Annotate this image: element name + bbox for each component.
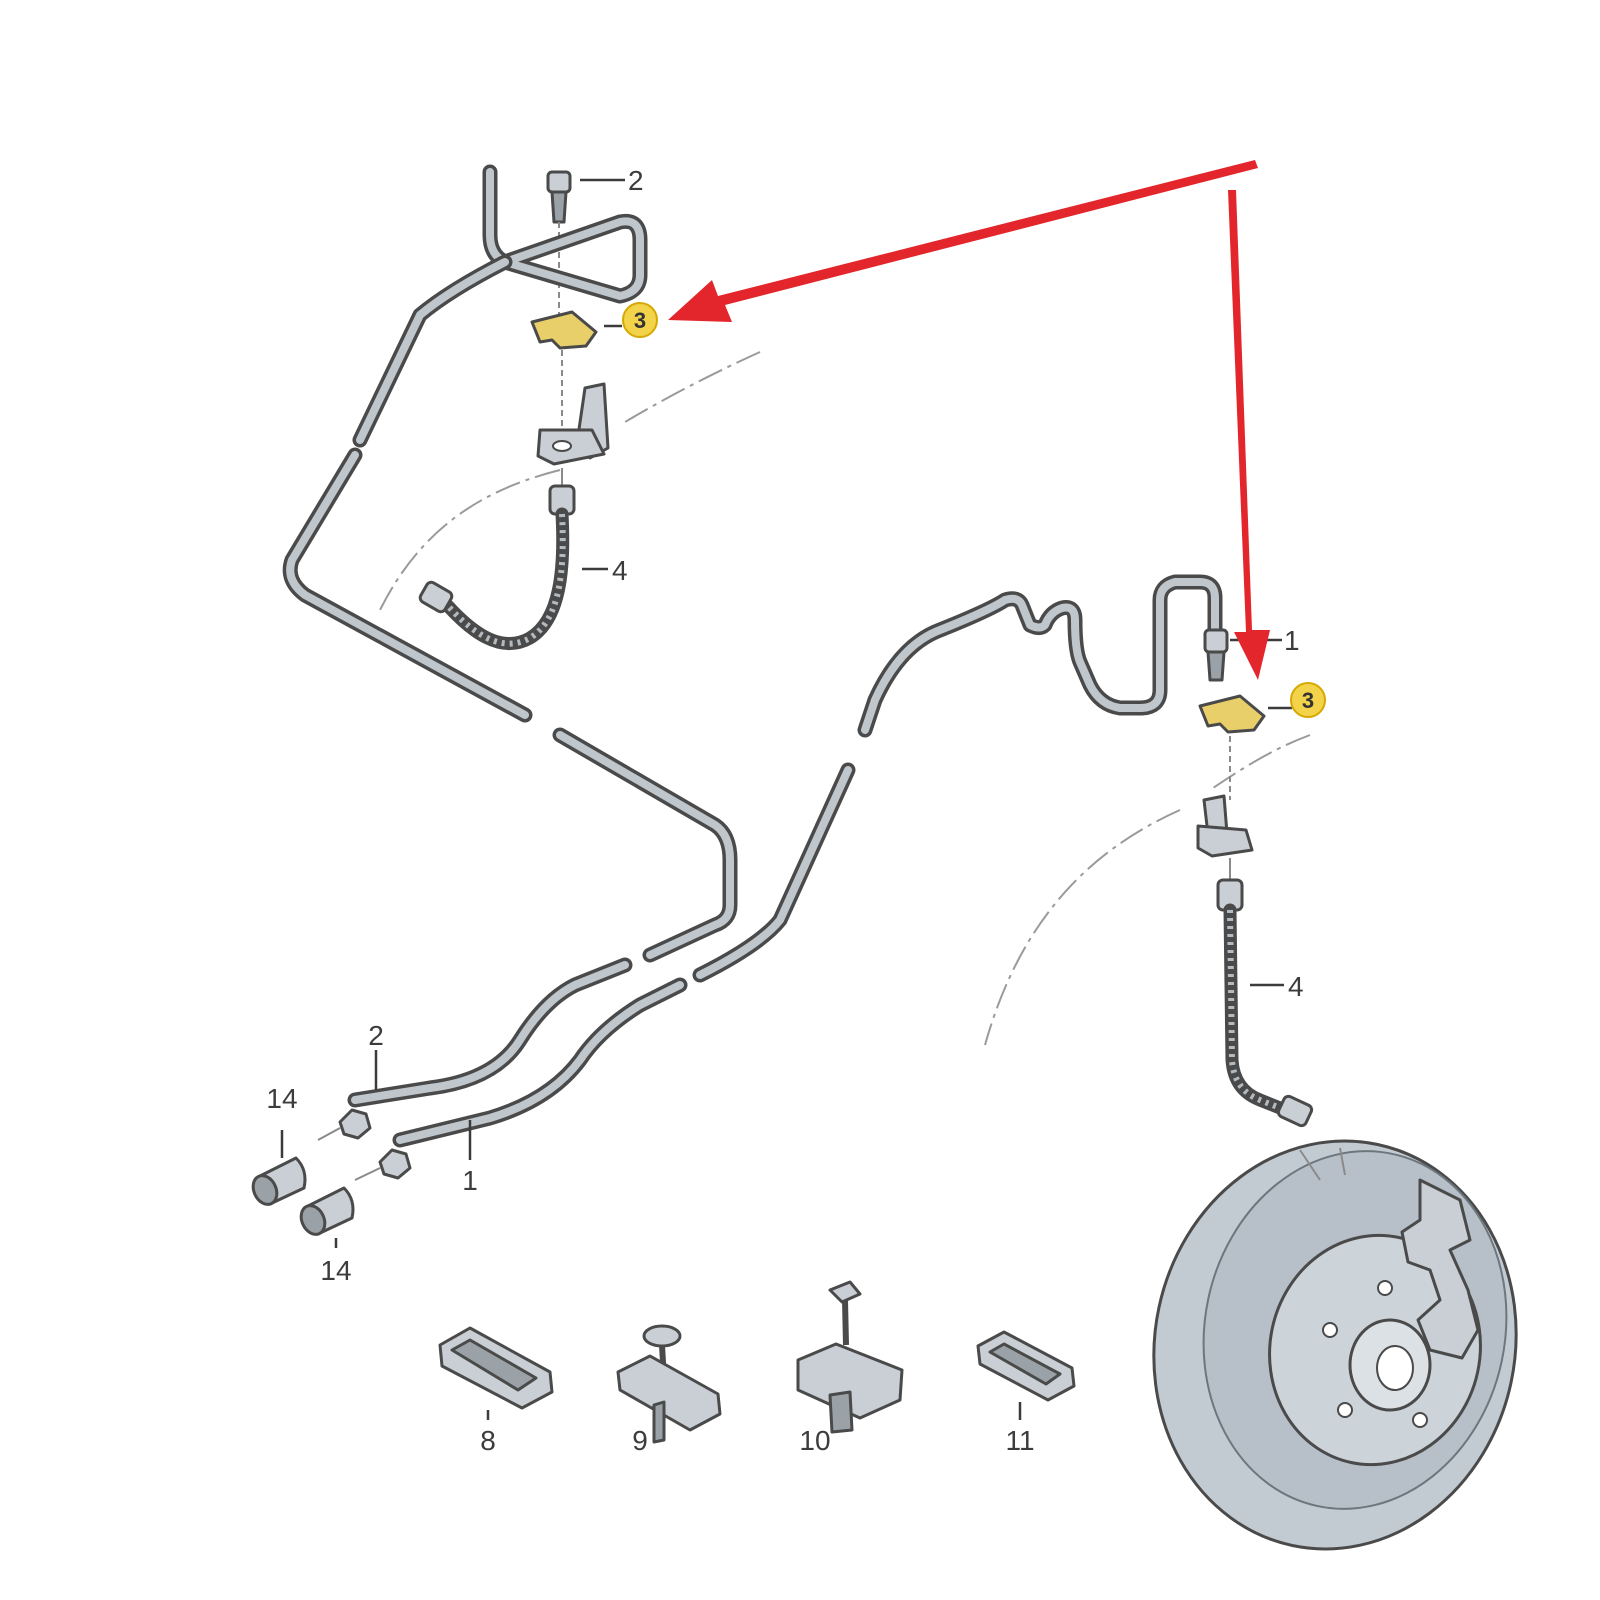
callout-4-right: 4 bbox=[1288, 971, 1304, 1002]
callout-2-top: 2 bbox=[628, 165, 644, 196]
right-bracket-assembly: 1 3 4 bbox=[1196, 625, 1326, 1128]
highlight-badge-3-right bbox=[1290, 682, 1326, 718]
callout-10: 10 bbox=[799, 1425, 830, 1456]
brake-hose-left bbox=[418, 468, 576, 650]
callout-11: 11 bbox=[1005, 1425, 1034, 1456]
mount-bracket-right bbox=[1196, 794, 1254, 858]
pipe-clip-11: 11 bbox=[976, 1330, 1076, 1456]
callout-3-right: 3 bbox=[1302, 688, 1314, 713]
gold-clip-left bbox=[530, 310, 598, 350]
reference-contours bbox=[379, 351, 1311, 1046]
pipe-end-fittings: 14 14 bbox=[251, 1083, 412, 1286]
callout-1-bottom: 1 bbox=[462, 1165, 478, 1196]
brake-pipe-2: 2 bbox=[282, 164, 738, 1108]
callout-14-bottom: 14 bbox=[320, 1255, 351, 1286]
callout-2-bottom: 2 bbox=[368, 1020, 384, 1051]
left-bracket-assembly: 2 3 4 bbox=[418, 165, 658, 650]
callout-3-left: 3 bbox=[634, 308, 646, 333]
callout-4-left: 4 bbox=[612, 555, 628, 586]
callout-14-top: 14 bbox=[266, 1083, 297, 1114]
pipe-clip-10: 10 bbox=[796, 1280, 904, 1456]
brake-pipe-1: 1 bbox=[392, 574, 1223, 1196]
protective-cap-bottom bbox=[299, 1186, 355, 1236]
callout-8: 8 bbox=[480, 1425, 496, 1456]
protective-cap-top bbox=[251, 1156, 307, 1206]
pipe-clip-9: 9 bbox=[616, 1324, 722, 1456]
brake-disc-assembly bbox=[1152, 1139, 1518, 1551]
pipe-clip-8: 8 bbox=[438, 1326, 554, 1456]
arrow-to-clip-right bbox=[1228, 190, 1270, 680]
caliper-carrier bbox=[1400, 1178, 1480, 1360]
fitting-pipe-1 bbox=[354, 1148, 412, 1181]
callout-1-top: 1 bbox=[1284, 625, 1300, 656]
bolt-top-left bbox=[546, 170, 572, 318]
red-annotation-arrows bbox=[668, 160, 1270, 680]
mount-bracket-left bbox=[536, 382, 610, 466]
highlight-badge-3-left bbox=[622, 302, 658, 338]
union-fitting-right bbox=[1203, 628, 1229, 682]
brake-hose-right bbox=[1216, 858, 1314, 1128]
callout-9: 9 bbox=[632, 1425, 648, 1456]
gold-clip-right bbox=[1198, 694, 1266, 734]
fitting-pipe-2 bbox=[317, 1108, 372, 1141]
arrow-to-clip-left bbox=[668, 160, 1258, 322]
